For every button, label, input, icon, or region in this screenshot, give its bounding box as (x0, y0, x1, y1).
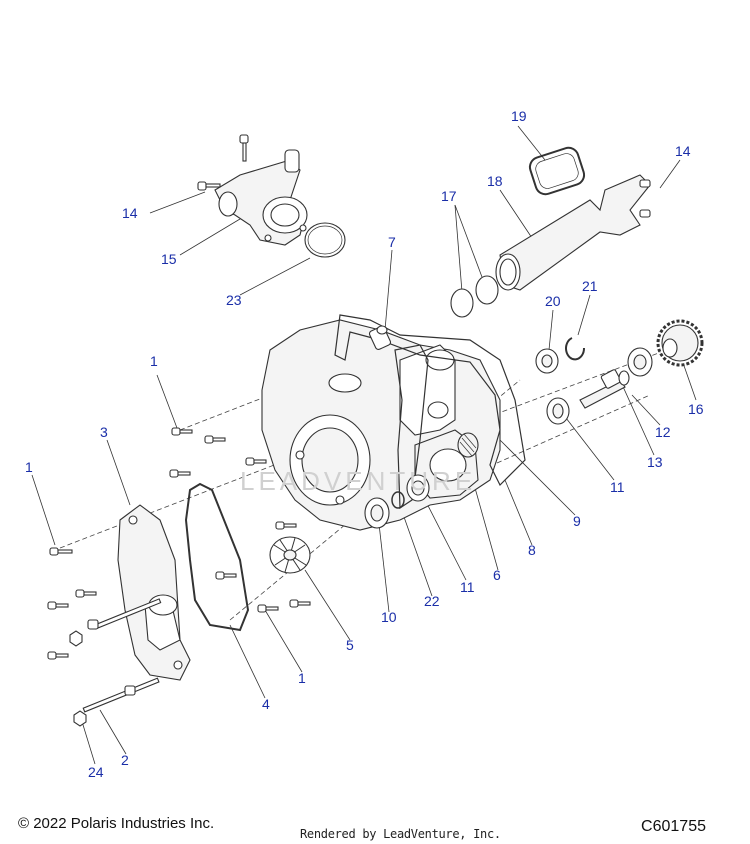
callout-20: 20 (545, 293, 561, 309)
callout-14: 14 (675, 143, 691, 159)
callout-2: 2 (121, 752, 129, 768)
callout-10: 10 (381, 609, 397, 625)
callout-22: 22 (424, 593, 440, 609)
o-ring-icon (304, 222, 346, 258)
shaft-icon (579, 369, 630, 409)
pump-gasket (184, 482, 250, 632)
callout-24: 24 (88, 764, 104, 780)
callout-15: 15 (161, 251, 177, 267)
seal-icon (364, 474, 430, 529)
bolt-icon (47, 427, 311, 660)
diagram-code: C601755 (641, 818, 706, 835)
copyright-notice: © 2022 Polaris Industries Inc. (18, 815, 215, 832)
case-gasket (334, 314, 526, 510)
callout-12: 12 (655, 424, 671, 440)
callout-23: 23 (226, 292, 242, 308)
callout-18: 18 (487, 173, 503, 189)
seal-ring-icon (450, 275, 499, 318)
bolt-icon (197, 134, 249, 191)
callout-8: 8 (528, 542, 536, 558)
callout-17: 17 (441, 188, 457, 204)
bearing-icon (535, 347, 653, 425)
pump-cover (117, 504, 191, 681)
callout-1b: 1 (25, 459, 33, 475)
callout-4: 4 (262, 696, 270, 712)
coolant-pipe (495, 174, 651, 291)
engine-case (261, 319, 501, 531)
callout-6: 6 (493, 567, 501, 583)
callout-11a: 11 (610, 479, 625, 495)
callout-1c: 1 (298, 670, 306, 686)
sensor-icon (368, 325, 392, 351)
callout-9: 9 (573, 513, 581, 529)
callout-3: 3 (100, 424, 108, 440)
gear-icon (656, 319, 704, 367)
watermark: LEADVENTURE (240, 466, 476, 496)
callout-13: 13 (647, 454, 663, 470)
snap-ring-icon (565, 337, 586, 361)
callout-labels: 19 14 18 17 14 15 7 23 20 21 1 16 3 12 1… (25, 108, 704, 780)
nut-icon (69, 630, 87, 727)
callout-11b: 11 (460, 579, 475, 595)
long-bolt-icon (82, 598, 162, 713)
impeller-icon (269, 536, 311, 574)
callout-19: 19 (511, 108, 527, 124)
callout-1a: 1 (150, 353, 158, 369)
thermostat-housing (214, 149, 308, 246)
gasket-icon (528, 146, 586, 196)
callout-7: 7 (388, 234, 396, 250)
rendered-by-credit: Rendered by LeadVenture, Inc. (300, 827, 501, 841)
callout-14b: 14 (122, 205, 138, 221)
callout-21: 21 (582, 278, 598, 294)
callout-16: 16 (688, 401, 704, 417)
callout-5: 5 (346, 637, 354, 653)
